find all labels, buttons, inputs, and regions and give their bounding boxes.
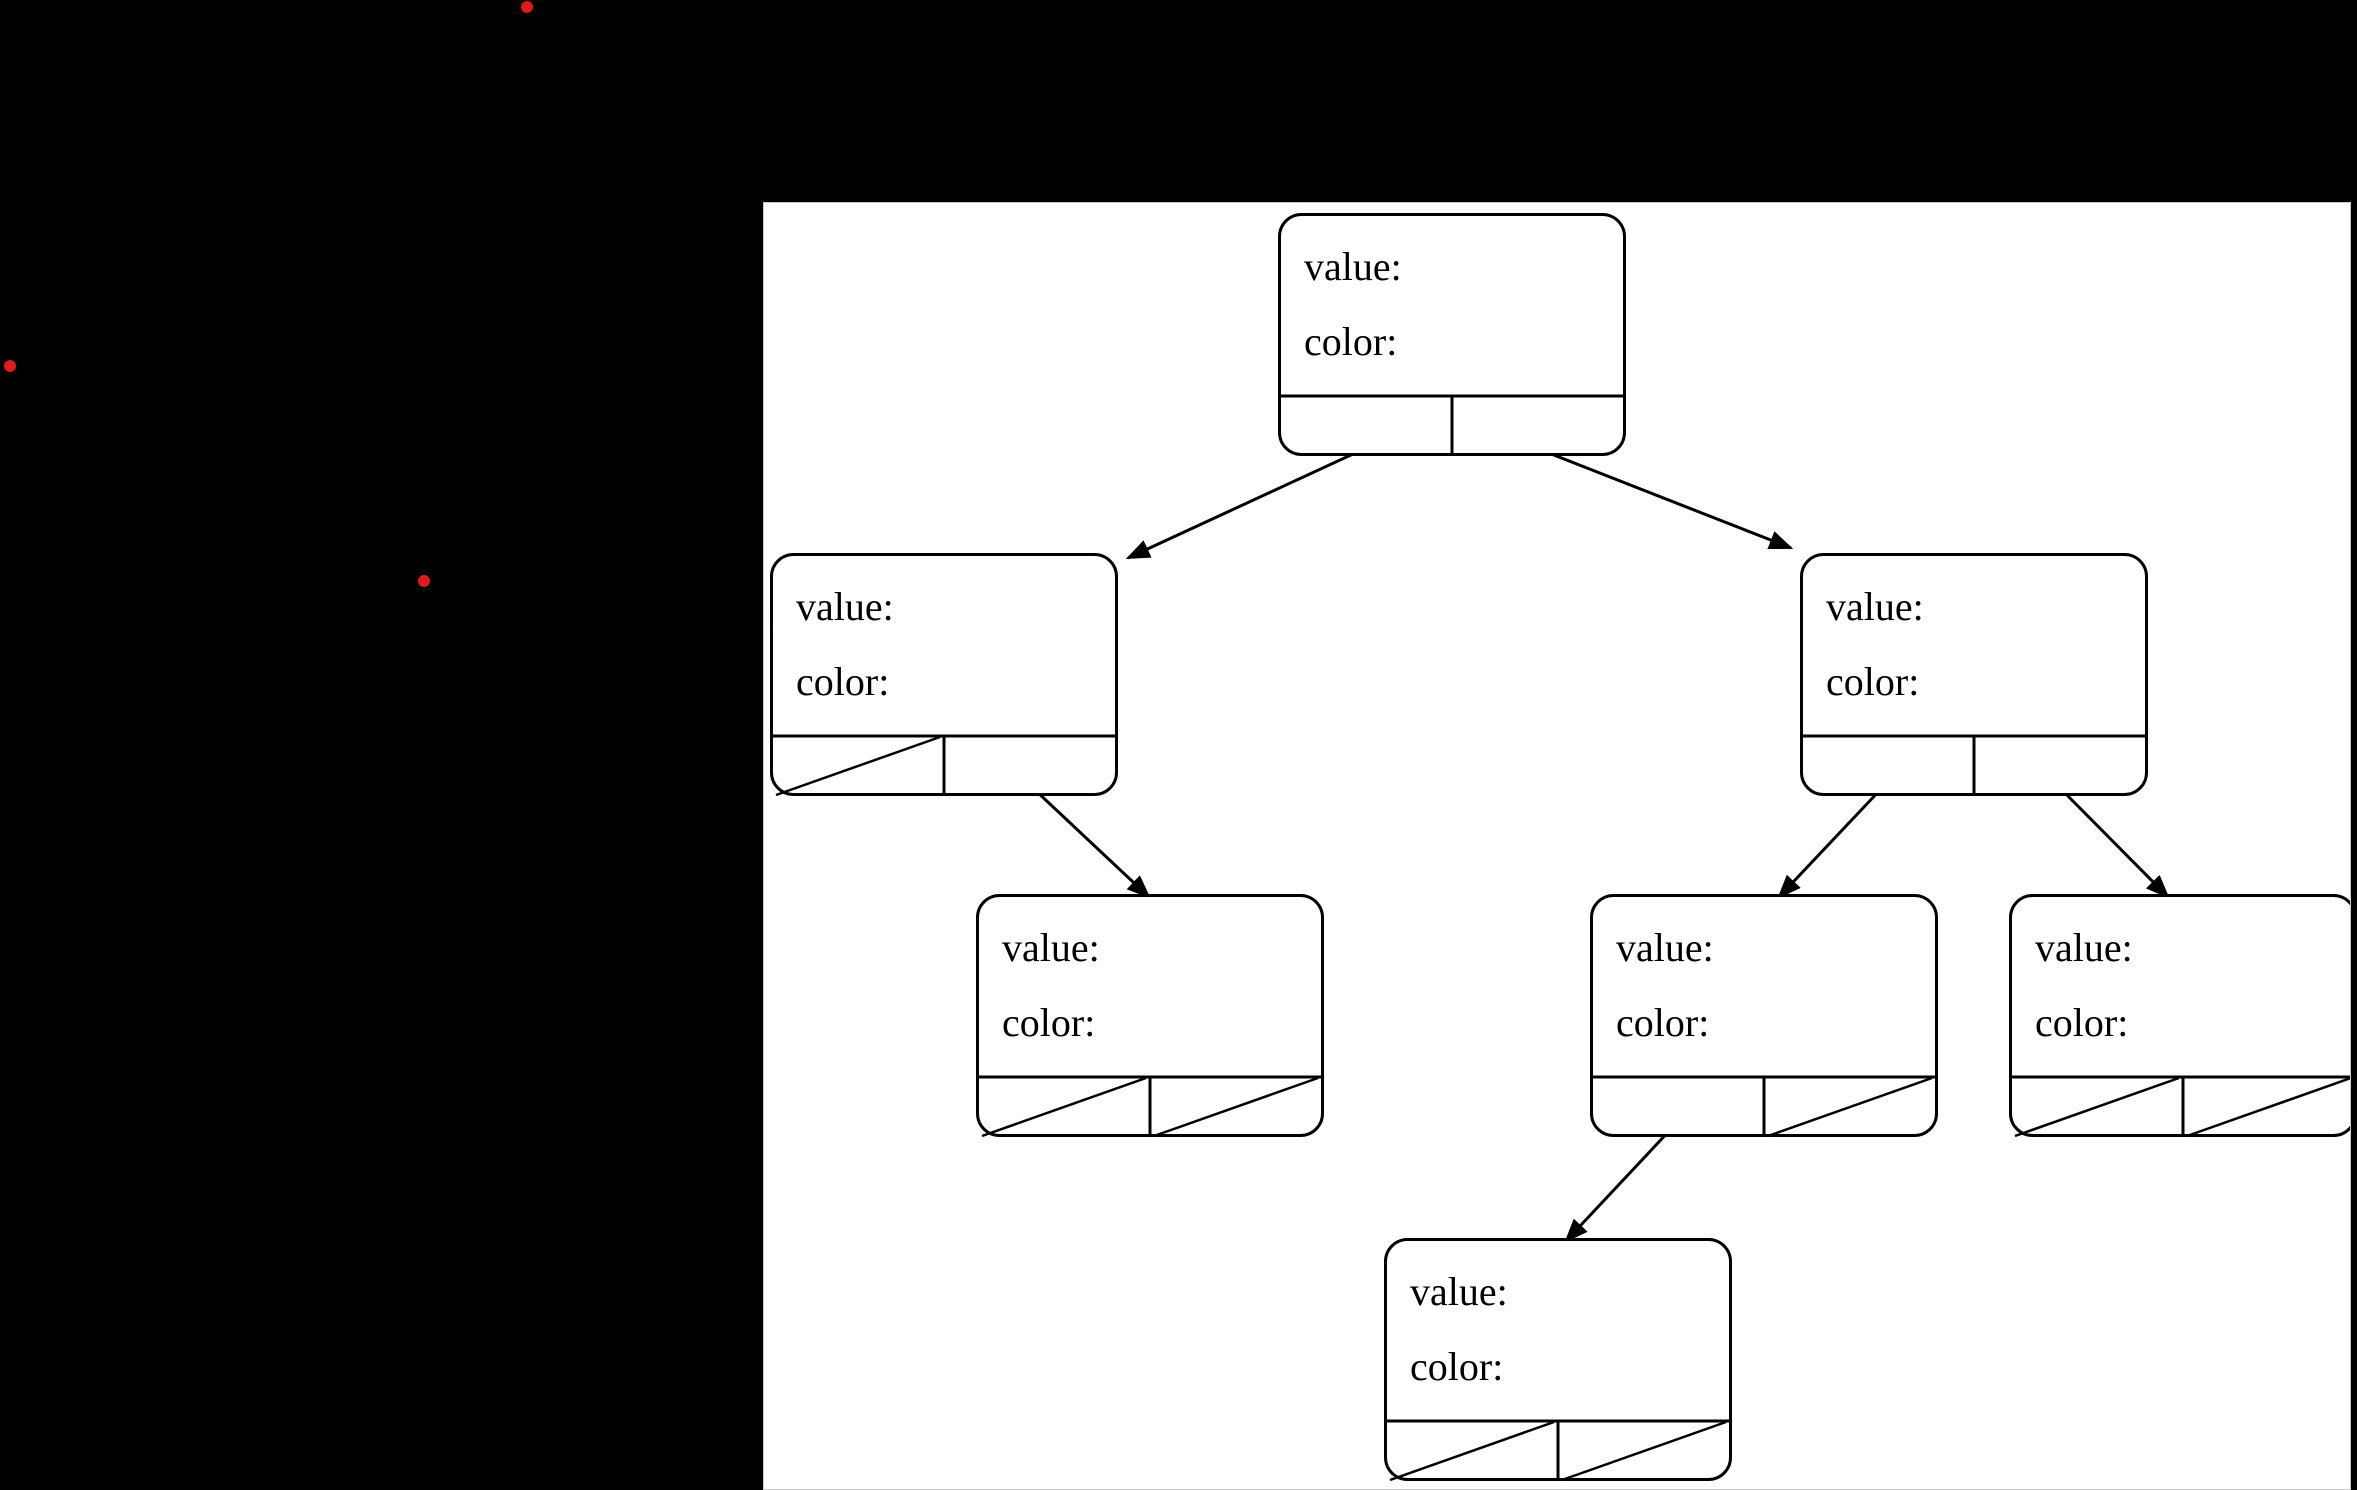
node-shape	[976, 894, 1324, 1138]
edge-rightleft-left	[1564, 1127, 1673, 1243]
node-color-label: color:	[2035, 1000, 2129, 1045]
node-value-label: value:	[1304, 244, 1402, 289]
node-color-label: color:	[1304, 319, 1398, 364]
node-shape	[1278, 213, 1626, 456]
null-pointer-left	[775, 735, 941, 797]
edge-right-left	[1777, 787, 1883, 899]
node-value-label: value:	[1616, 925, 1714, 970]
tree-node-left[interactable]: value: color:	[770, 553, 1118, 797]
node-shape	[770, 553, 1118, 797]
tree-node-right-right[interactable]: value: color:	[2009, 894, 2350, 1138]
tree-node-left-right[interactable]: value: color:	[976, 894, 1324, 1138]
node-value-label: value:	[2035, 925, 2133, 970]
diagram-panel-inner: value:color:value:color:value:color:valu…	[764, 203, 2350, 1489]
node-shape	[1384, 1238, 1732, 1482]
red-dot-top	[521, 1, 533, 13]
null-pointer-left	[981, 1076, 1147, 1138]
node-shape	[1800, 553, 2148, 796]
tree-node-root[interactable]: value: color:	[1278, 213, 1626, 456]
node-value-label: value:	[796, 584, 894, 629]
node-color-label: color:	[1826, 659, 1920, 704]
node-value-label: value:	[1826, 584, 1924, 629]
null-pointer-right	[1153, 1076, 1319, 1138]
node-shape	[2009, 894, 2350, 1138]
node-color-label: color:	[1616, 1000, 1710, 1045]
null-pointer-left	[1389, 1420, 1555, 1482]
tree-node-right[interactable]: value: color:	[1800, 553, 2148, 796]
node-color-label: color:	[1002, 1000, 1096, 1045]
node-color-label: color:	[1410, 1344, 1504, 1389]
edge-right-right	[2059, 787, 2170, 899]
node-color-label: color:	[796, 659, 890, 704]
red-dot-left	[4, 360, 16, 372]
null-pointer-right	[1767, 1076, 1933, 1138]
diagram-canvas[interactable]: value:color:value:color:value:color:valu…	[763, 202, 2351, 1490]
tree-edges-layer	[1032, 446, 2170, 1243]
edge-root-right	[1535, 446, 1794, 550]
red-dot-middle	[418, 575, 430, 587]
edge-root-left	[1125, 446, 1367, 560]
tree-node-deep-leaf[interactable]: value: color:	[1384, 1238, 1732, 1482]
null-pointer-right	[1561, 1420, 1727, 1482]
tree-node-right-left[interactable]: value: color:	[1590, 894, 1938, 1138]
null-pointer-left	[2014, 1076, 2180, 1138]
node-value-label: value:	[1002, 925, 1100, 970]
node-shape	[1590, 894, 1938, 1138]
null-pointer-right	[2186, 1077, 2350, 1138]
edge-left-right	[1032, 787, 1151, 899]
node-value-label: value:	[1410, 1269, 1508, 1314]
